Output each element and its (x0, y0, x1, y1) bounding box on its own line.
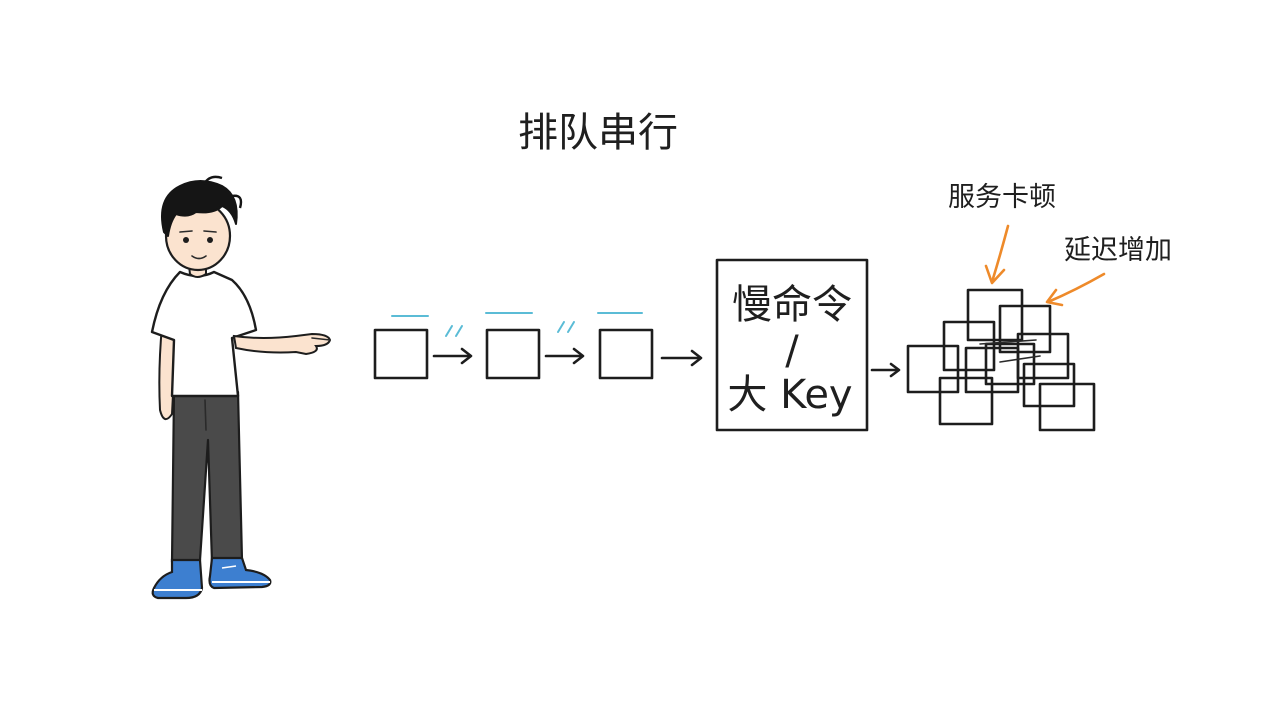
arrow-right-icon (544, 347, 585, 365)
slow-command-separator: / (785, 328, 799, 374)
latency-annotation: 延迟增加 (1045, 235, 1172, 307)
arrow-right-icon (432, 347, 473, 365)
request-queue (373, 312, 901, 380)
queue-box-icon (485, 328, 541, 380)
service-stall-label: 服务卡顿 (948, 182, 1056, 213)
big-key-label: 大 Key (727, 372, 852, 418)
diagram-title: 排队串行 (518, 110, 678, 156)
queue-box-icon (598, 328, 654, 380)
slow-command-box: 慢命令 / 大 Key (715, 258, 869, 432)
stall-annotation: 服务卡顿 (948, 182, 1056, 285)
motion-marks (391, 312, 643, 337)
arrow-right-icon (870, 362, 901, 378)
orange-arrow-icon (1045, 272, 1106, 307)
arrow-right-icon (660, 349, 703, 367)
orange-arrow-icon (984, 224, 1010, 285)
latency-increase-label: 延迟增加 (1064, 235, 1172, 266)
slow-command-label: 慢命令 (732, 282, 852, 328)
queue-box-icon (373, 328, 429, 380)
person-pointing-icon (150, 175, 332, 600)
pile-of-requests-icon (906, 288, 1096, 432)
